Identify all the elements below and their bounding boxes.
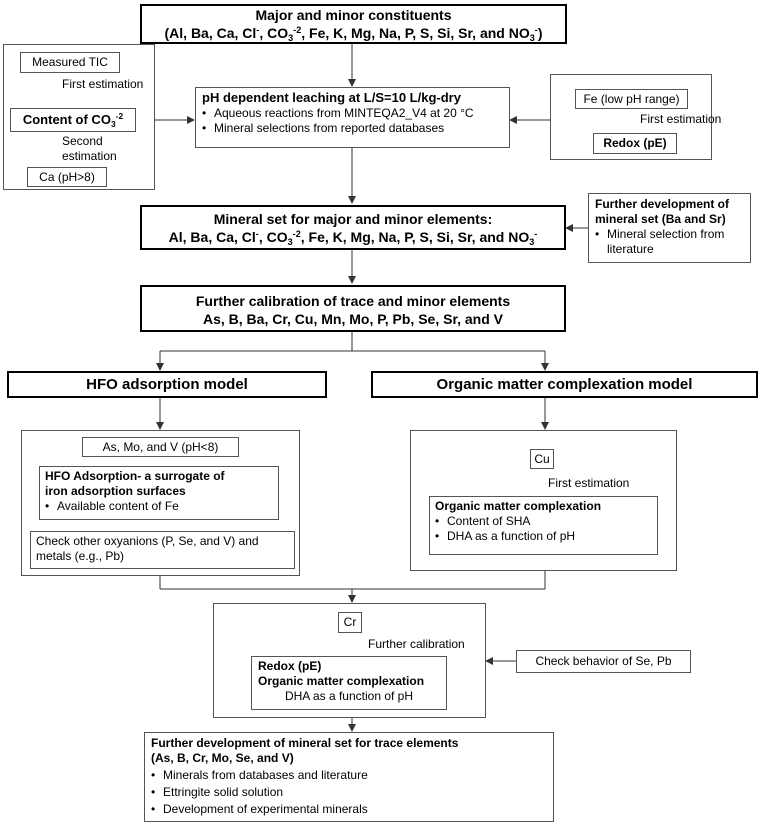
calibration-title: Further calibration of trace and minor e… (195, 293, 511, 309)
mineral-set-major-minor-box: Mineral set for major and minor elements… (140, 205, 566, 250)
mineral-set-title: Mineral set for major and minor elements… (213, 211, 493, 227)
organic-bullet-2: DHA as a function of pH (435, 529, 652, 544)
cr-dha-label: DHA as a function of pH (284, 689, 414, 703)
organic-complexation-box: Organic matter complexation Content of S… (429, 496, 658, 555)
hfo-adsorption-box: HFO Adsorption- a surrogate of iron adso… (39, 466, 279, 520)
leaching-bullet-2: Mineral selections from reported databas… (202, 121, 503, 136)
leaching-title: pH dependent leaching at L/S=10 L/kg-dry (202, 90, 461, 105)
cr-redox-label: Redox (pE) (258, 659, 322, 673)
hfo-adsorption-bullet: Available content of Fe (45, 499, 273, 514)
organic-bullet-1: Content of SHA (435, 514, 652, 529)
hfo-adsorption-model-box: HFO adsorption model (7, 371, 327, 398)
organic-complexation-title: Organic matter complexation (435, 499, 602, 513)
organic-first-estimation-label: First estimation (548, 476, 630, 490)
major-minor-constituents-box: Major and minor constituents (Al, Ba, Ca… (140, 4, 567, 44)
further-development-trace-box: Further development of mineral set for t… (144, 732, 554, 822)
further-development-ba-sr-box: Further development of mineral set (Ba a… (588, 193, 751, 263)
further-calibration-label: Further calibration (368, 637, 465, 651)
check-oxyanions-line-2: metals (e.g., Pb) (36, 549, 125, 563)
calibration-elements: As, B, Ba, Cr, Cu, Mn, Mo, P, Pb, Se, Sr… (202, 311, 504, 327)
final-title-2: (As, B, Cr, Mo, Se, and V) (151, 751, 294, 765)
first-estimation-label: First estimation (62, 77, 144, 91)
check-behavior-box: Check behavior of Se, Pb (516, 650, 691, 673)
check-oxyanions-line-1: Check other oxyanions (P, Se, and V) and (36, 534, 259, 548)
measured-tic-box: Measured TIC (20, 52, 120, 73)
final-bullet-3: Development of experimental minerals (151, 802, 547, 817)
further-dev-title-1: Further development of (595, 197, 730, 211)
cr-redox-complexation-box: Redox (pE) Organic matter complexation D… (251, 656, 447, 710)
final-bullet-1: Minerals from databases and literature (151, 768, 547, 783)
organic-matter-complexation-model-box: Organic matter complexation model (371, 371, 758, 398)
ph-dependent-leaching-box: pH dependent leaching at L/S=10 L/kg-dry… (195, 87, 510, 148)
final-bullet-2: Ettringite solid solution (151, 785, 547, 800)
major-minor-elements: (Al, Ba, Ca, Cl-, CO3-2, Fe, K, Mg, Na, … (164, 25, 543, 43)
hfo-adsorption-title-2: iron adsorption surfaces (45, 484, 186, 498)
leaching-bullet-1: Aqueous reactions from MINTEQA2_V4 at 20… (202, 106, 503, 121)
cu-box: Cu (530, 449, 554, 469)
redox-pe-box: Redox (pE) (593, 133, 677, 154)
major-minor-title: Major and minor constituents (255, 7, 452, 23)
further-dev-title-2: mineral set (Ba and Sr) (595, 212, 726, 226)
check-oxyanions-box: Check other oxyanions (P, Se, and V) and… (30, 531, 295, 569)
further-calibration-box: Further calibration of trace and minor e… (140, 285, 566, 332)
second-estimation-label: Second estimation (62, 134, 117, 163)
final-title-1: Further development of mineral set for t… (151, 736, 459, 750)
cr-complexation-label: Organic matter complexation (258, 674, 425, 688)
ca-ph-box: Ca (pH>8) (27, 167, 107, 187)
content-co3-box: Content of CO3-2 (10, 108, 136, 132)
fe-low-ph-box: Fe (low pH range) (575, 89, 688, 109)
cr-box: Cr (338, 612, 362, 633)
mineral-set-elements: Al, Ba, Ca, Cl-, CO3-2, Fe, K, Mg, Na, P… (168, 229, 538, 247)
right-first-estimation-label: First estimation (640, 112, 722, 126)
as-mo-v-box: As, Mo, and V (pH<8) (82, 437, 239, 457)
hfo-adsorption-title-1: HFO Adsorption- a surrogate of (45, 469, 225, 483)
